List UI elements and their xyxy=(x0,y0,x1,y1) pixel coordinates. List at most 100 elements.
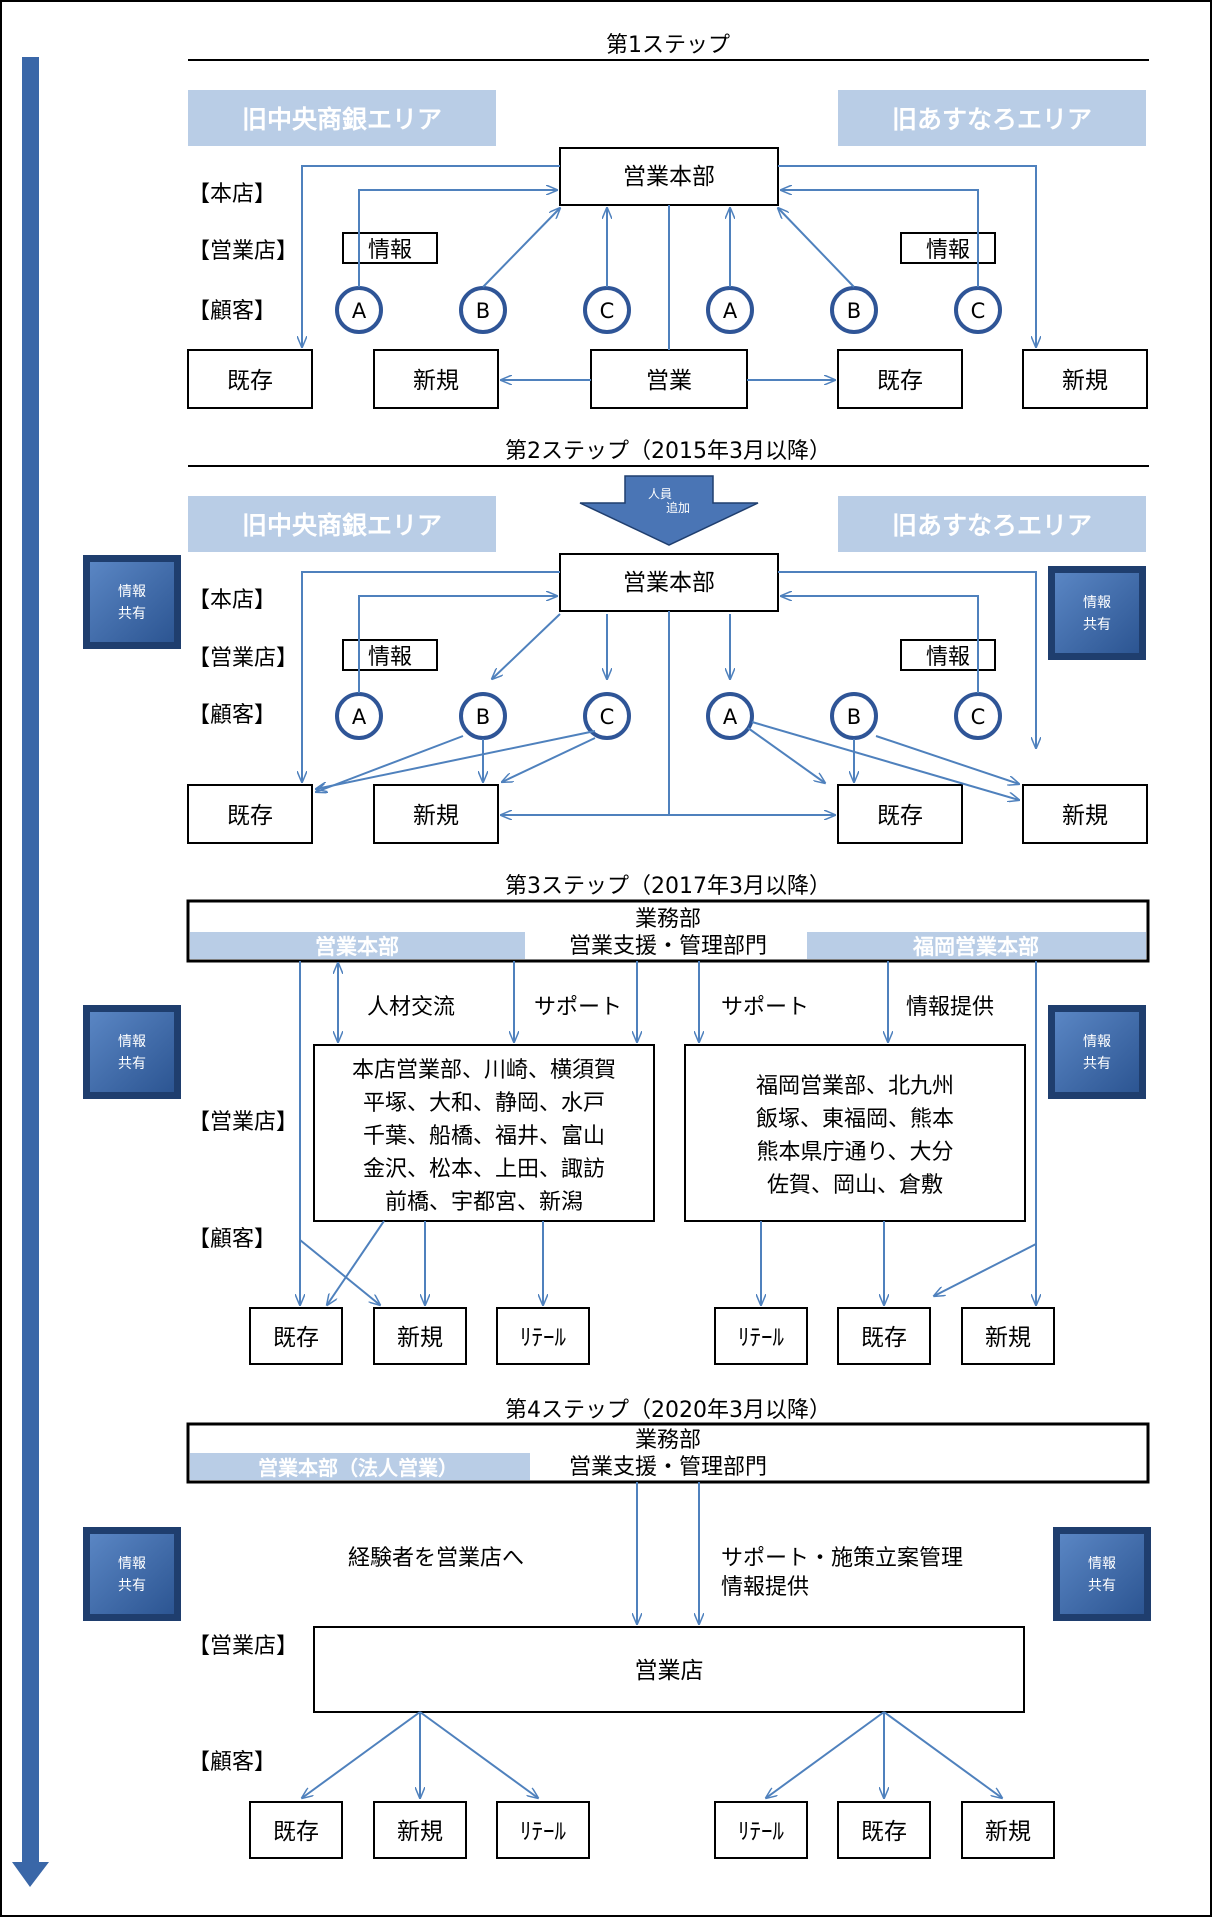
step3-arrows xyxy=(300,961,1036,1305)
branch-list-box-left xyxy=(313,1044,655,1222)
branch-right-line-3: 熊本県庁通り、大分 xyxy=(756,1140,953,1165)
customer-circle-c-right-label: C xyxy=(971,299,986,323)
area-band-right-2-label: 旧あすなろエリア xyxy=(892,511,1092,540)
customer-circle-b-right-2-label: B xyxy=(847,705,861,729)
step3-title: 第3ステップ（2017年3月以降） xyxy=(505,874,831,899)
box-kizon-left-4-label: 既存 xyxy=(273,1819,319,1845)
band-hq-4 xyxy=(190,1453,530,1480)
customer-circle-b-left-label: B xyxy=(476,299,490,323)
step4-title: 第4ステップ（2020年3月以降） xyxy=(505,1398,831,1423)
customer-circle-b-left-2 xyxy=(459,692,507,740)
customer-circle-a-left-2-label: A xyxy=(352,705,367,729)
box-kizon-right-3-label: 既存 xyxy=(861,1325,907,1351)
step1-arrows xyxy=(302,165,1036,380)
dept-box-3-line1: 業務部 xyxy=(635,907,701,932)
customer-circle-b-left-2-label: B xyxy=(476,705,490,729)
box-shinki-left-4-label: 新規 xyxy=(397,1819,443,1845)
dept-box-4-line2: 営業支援・管理部門 xyxy=(569,1455,767,1480)
row-label-honten: 【本店】 xyxy=(188,182,276,207)
box-kizon-left xyxy=(187,349,313,409)
branch-left-line-3: 千葉、船橋、福井、富山 xyxy=(363,1124,605,1149)
box-shinki-right-2 xyxy=(1022,784,1148,844)
share-button-step4-left-line1: 情報 xyxy=(118,1556,146,1572)
box-shinki-right-2-label: 新規 xyxy=(1062,803,1108,829)
customer-circle-a-right-2-label: A xyxy=(723,705,738,729)
box-shinki-left-2 xyxy=(373,784,499,844)
box-shinki-left-2-label: 新規 xyxy=(413,803,459,829)
label-experienced: 経験者を営業店へ xyxy=(348,1546,524,1571)
box-shinki-left xyxy=(373,349,499,409)
customer-circle-a-right-label: A xyxy=(723,299,738,323)
customer-circle-a-left xyxy=(335,286,383,334)
box-retail-right-4-label: ﾘﾃｰﾙ xyxy=(738,1819,785,1845)
box-eigyo-label: 営業 xyxy=(646,368,692,394)
personnel-added-arrow: 人員 追加 xyxy=(579,475,759,546)
hq-box-2 xyxy=(559,553,779,612)
box-shinki-right xyxy=(1022,349,1148,409)
info-box-left-2-label: 情報 xyxy=(368,645,412,670)
personnel-added-label-1: 人員 xyxy=(648,487,672,501)
area-band-left-label: 旧中央商銀エリア xyxy=(242,105,442,134)
step2-arrows xyxy=(302,571,1036,815)
row-label-kokyaku-3: 【顧客】 xyxy=(188,1227,276,1252)
box-kizon-right xyxy=(837,349,963,409)
customer-circle-c-left-2-label: C xyxy=(600,705,615,729)
step2-title: 第2ステップ（2015年3月以降） xyxy=(505,439,831,464)
share-button-step3-left-line1: 情報 xyxy=(118,1034,146,1050)
box-shinki-right-label: 新規 xyxy=(1062,368,1108,394)
share-button-step3-right-line1: 情報 xyxy=(1083,1034,1111,1050)
info-box-left-label: 情報 xyxy=(368,238,412,263)
box-shinki-left-label: 新規 xyxy=(413,368,459,394)
personnel-added-label-2: 追加 xyxy=(666,500,690,515)
info-box-right xyxy=(900,232,996,264)
step3: 第3ステップ（2017年3月以降） 営業本部 福岡営業本部 業務部 営業支援・管… xyxy=(186,874,1150,1365)
customer-circle-c-right-2 xyxy=(954,692,1002,740)
area-band-right-2 xyxy=(838,496,1146,552)
step1-title: 第1ステップ xyxy=(606,33,730,58)
customer-circle-c-left-2 xyxy=(583,692,631,740)
share-button-step4-right-line2: 共有 xyxy=(1088,1578,1116,1594)
branch-right-line-2: 飯塚、東福岡、熊本 xyxy=(756,1107,954,1132)
info-box-right-2 xyxy=(900,639,996,671)
box-shinki-left-3-label: 新規 xyxy=(397,1325,443,1351)
band-fukuoka-3-label: 福岡営業本部 xyxy=(912,935,1039,959)
box-shinki-left-3 xyxy=(373,1307,467,1365)
area-band-left xyxy=(188,90,496,146)
area-band-left-2-label: 旧中央商銀エリア xyxy=(242,511,442,540)
share-button-step4-left: 情報 共有 xyxy=(83,1527,181,1621)
customer-circle-a-left-2 xyxy=(335,692,383,740)
box-shinki-left-4 xyxy=(373,1801,467,1859)
label-jinzai: 人材交流 xyxy=(367,995,455,1020)
hq-box-2-label: 営業本部 xyxy=(623,570,715,596)
customer-circles: A B C A B C xyxy=(335,286,1002,334)
branch-left-line-5: 前橋、宇都宮、新潟 xyxy=(385,1190,583,1215)
branch-box-4-label: 営業店 xyxy=(635,1658,704,1684)
customer-circle-b-right-2 xyxy=(830,692,878,740)
share-button-step4-right: 情報 共有 xyxy=(1053,1527,1151,1621)
row-label-eigyoten-2: 【営業店】 xyxy=(188,646,298,671)
box-kizon-right-4 xyxy=(837,1801,931,1859)
share-button-step3-right-line2: 共有 xyxy=(1083,1056,1111,1072)
info-box-right-2-label: 情報 xyxy=(926,645,970,670)
box-kizon-left-3 xyxy=(249,1307,343,1365)
step2: 第2ステップ（2015年3月以降） 人員 追加 旧中央商銀エリア 旧あすなろエリ… xyxy=(187,439,1149,844)
share-button-step4-right-line1: 情報 xyxy=(1088,1556,1116,1572)
customer-circle-c-right-2-label: C xyxy=(971,705,986,729)
share-button-step2-right-line1: 情報 xyxy=(1083,595,1111,611)
customer-circle-a-right xyxy=(706,286,754,334)
row-label-kokyaku-4: 【顧客】 xyxy=(188,1750,276,1775)
label-support-right: サポート xyxy=(721,995,809,1020)
box-kizon-left-3-label: 既存 xyxy=(273,1325,319,1351)
box-kizon-left-4 xyxy=(249,1801,343,1859)
branch-right-line-4: 佐賀、岡山、倉敷 xyxy=(767,1173,943,1198)
area-band-left-2 xyxy=(188,496,496,552)
area-band-right-label: 旧あすなろエリア xyxy=(892,105,1092,134)
branch-left-line-1: 本店営業部、川崎、横須賀 xyxy=(352,1058,616,1083)
branch-left-line-2: 平塚、大和、静岡、水戸 xyxy=(363,1091,605,1116)
branch-list-box-right xyxy=(684,1044,1026,1222)
branch-box-4 xyxy=(313,1626,1025,1713)
box-retail-left-4 xyxy=(496,1801,590,1859)
share-button-step3-right: 情報 共有 xyxy=(1048,1005,1146,1099)
info-box-right-label: 情報 xyxy=(926,238,970,263)
row-label-eigyoten-4: 【営業店】 xyxy=(188,1634,298,1659)
